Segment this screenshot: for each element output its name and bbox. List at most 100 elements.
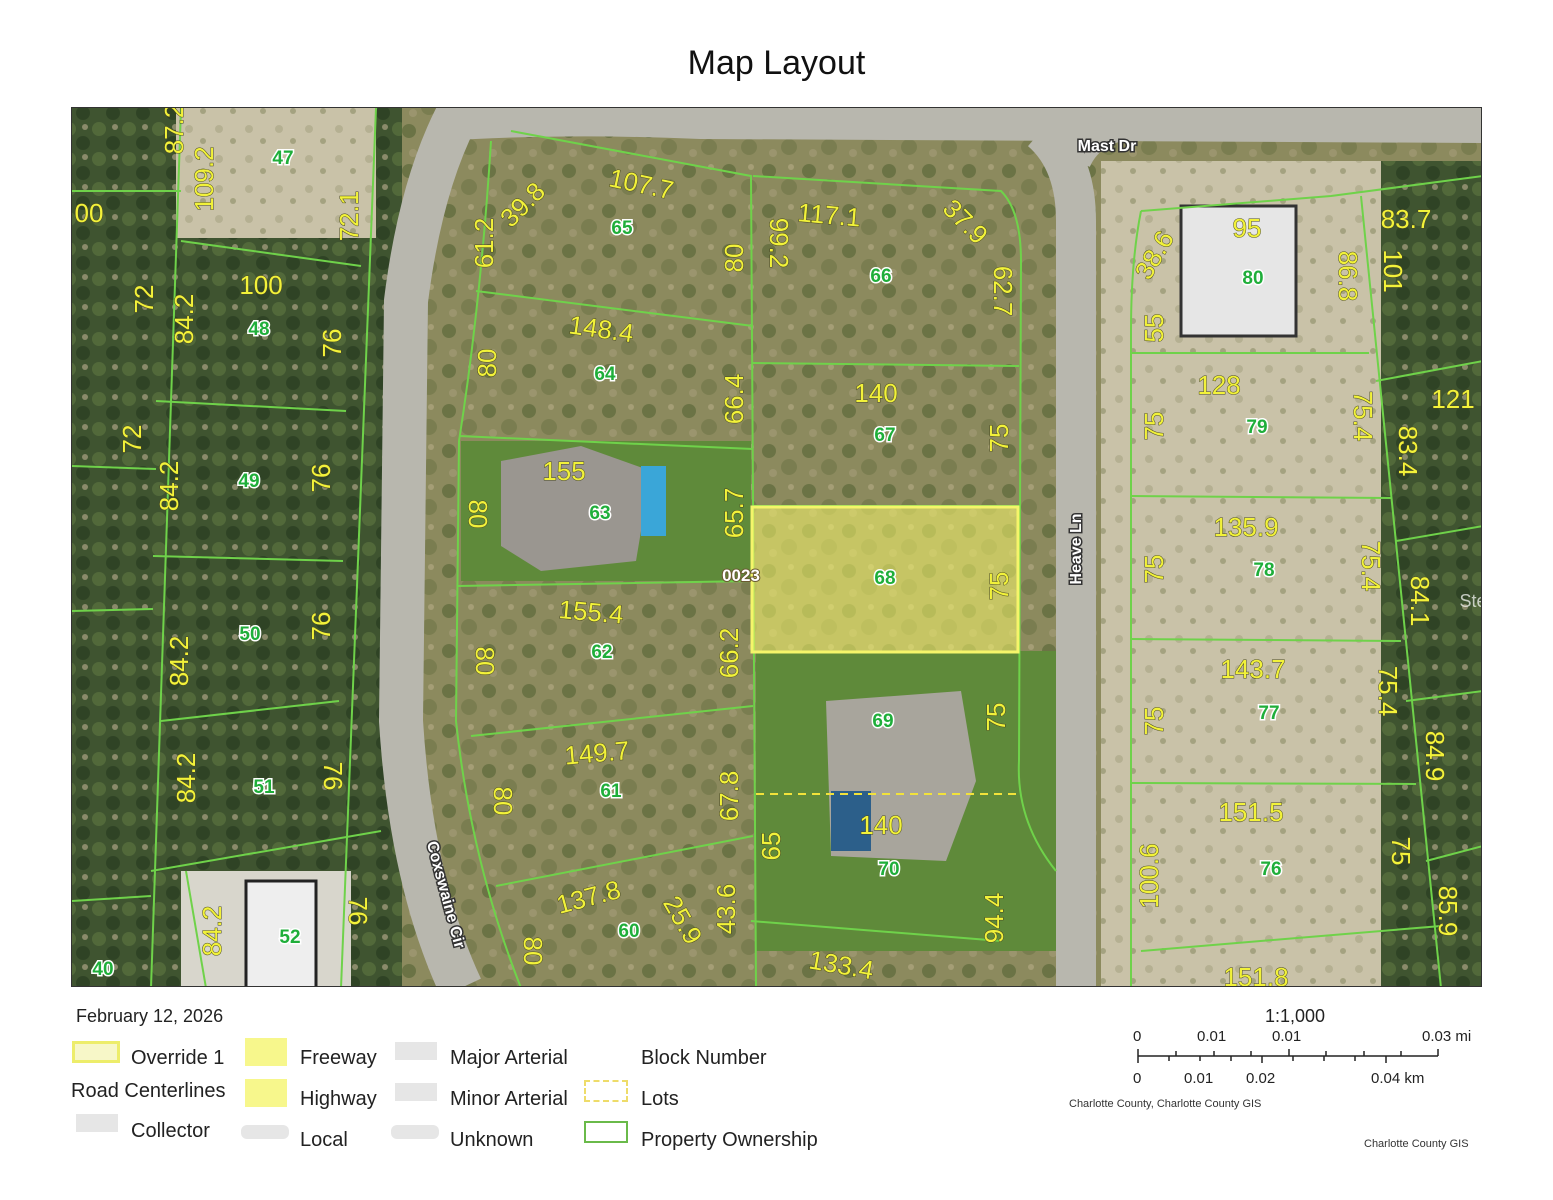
dimension-label: 76 (306, 612, 336, 641)
dimension-label: 75 (1139, 412, 1169, 441)
dimension-label: 143.7 (1220, 654, 1285, 684)
dimension-label: 72 (129, 285, 159, 314)
dimension-label: 43.6 (711, 884, 741, 935)
unknown-swatch (391, 1125, 439, 1139)
dimension-label: 80 (488, 787, 518, 816)
dimension-label: 99.2 (764, 218, 794, 269)
lot-number-label: 78 (1253, 560, 1274, 581)
dimension-label: 155 (542, 456, 585, 486)
lot-number-label: 48 (248, 319, 269, 340)
dimension-label: 128 (1197, 370, 1240, 400)
scale-mi-label: 0.03 mi (1422, 1028, 1472, 1045)
dimension-label: 95 (1233, 213, 1262, 243)
property-ownership-lines (72, 108, 1481, 986)
dimension-label: 84.2 (169, 294, 199, 345)
dimension-label: 83.7 (1381, 204, 1432, 234)
lot-number-label: 60 (618, 921, 639, 942)
dimension-label: 151.5 (1218, 797, 1283, 827)
lot-number-label: 79 (1246, 417, 1267, 438)
lot-number-label: 70 (878, 859, 899, 880)
dimension-label: 107.7 (606, 162, 676, 205)
road-label-heave-ln: Heave Ln (1068, 513, 1085, 584)
page-title: Map Layout (687, 44, 866, 82)
dimension-label: 149.7 (563, 735, 630, 771)
legend-freeway: Freeway (300, 1047, 377, 1069)
dimension-label: 00 (75, 198, 104, 228)
lot-number-label: 66 (870, 266, 891, 287)
dimension-label: 65 (756, 832, 786, 861)
legend-major-arterial: Major Arterial (450, 1047, 568, 1069)
dimension-label: 75.4 (1373, 666, 1403, 717)
dimension-label: 80 (719, 244, 749, 273)
dimension-label: 66.4 (719, 374, 749, 425)
scale-ratio: 1:1,000 (1265, 1006, 1326, 1026)
dimension-label: 76 (306, 464, 336, 493)
dimension-label: 117.1 (796, 197, 862, 232)
dimension-label: 72.1 (334, 191, 364, 242)
lot-number-label: 61 (600, 781, 622, 802)
dimension-label: 121 (1431, 384, 1474, 414)
lot-number-label: 76 (1260, 859, 1281, 880)
dimension-label: 148.4 (567, 310, 636, 349)
dimension-label: 80 (472, 349, 502, 378)
dimension-label: 84.2 (171, 753, 201, 804)
dimension-label: 76 (317, 329, 347, 358)
lot-number-label: 49 (238, 471, 259, 492)
dimension-label: 75.4 (1348, 391, 1378, 442)
dimension-label: 75 (1139, 707, 1169, 736)
dimension-label: 101 (1378, 249, 1408, 292)
lot-number-label: 51 (253, 777, 275, 798)
dimension-label: 65.7 (719, 488, 749, 539)
legend-block-number: Block Number (641, 1047, 767, 1069)
dimension-label: 80 (463, 500, 493, 529)
dimension-label: 100.6 (1134, 843, 1164, 908)
lot-number-label: 63 (589, 503, 610, 524)
lot-number-label: 65 (611, 218, 633, 239)
dimension-label: 80 (470, 647, 500, 676)
dimension-label: 100 (239, 270, 282, 300)
dimension-label: 94.4 (979, 893, 1009, 944)
dimension-label: 72 (117, 425, 147, 454)
map-date: February 12, 2026 (76, 1006, 224, 1026)
legend-lots: Lots (641, 1088, 679, 1110)
scale-km-label: 0.01 (1184, 1070, 1214, 1087)
dimension-label: 84.1 (1405, 576, 1435, 627)
collector-swatch (76, 1114, 118, 1132)
road-label-mast-dr: Mast Dr (1078, 138, 1137, 155)
scale-km-label: 0 (1133, 1070, 1142, 1087)
freeway-swatch (245, 1038, 287, 1066)
dimension-label: 76 (318, 762, 348, 791)
roads (378, 108, 1481, 986)
dimension-label: 76 (343, 897, 373, 926)
dimension-label: 75 (984, 424, 1014, 453)
dimension-label: 75.4 (1356, 541, 1386, 592)
credit: Charlotte County GIS (1364, 1138, 1469, 1150)
lot-number-label: 69 (872, 711, 893, 732)
buildings (244, 204, 1298, 986)
highlighted-lot-68[interactable] (750, 505, 1020, 654)
dimension-label: 151.8 (1223, 962, 1288, 987)
lot-number-label: 40 (92, 959, 113, 980)
legend-minor-arterial: Minor Arterial (450, 1088, 568, 1110)
dimension-label: 87.2 (159, 108, 189, 154)
dimension-label: 66.2 (714, 628, 744, 679)
dimension-label: 140 (859, 810, 902, 840)
dimension-label: 84.2 (197, 906, 227, 957)
dimension-label: 109.2 (189, 146, 219, 211)
lot-number-label: 67 (874, 425, 895, 446)
lots-swatch (584, 1080, 628, 1102)
lot-number-label: 80 (1242, 268, 1263, 289)
dimension-label: 75 (984, 572, 1014, 601)
lot-number-label: 62 (591, 642, 612, 663)
legend-property-ownership: Property Ownership (641, 1129, 818, 1151)
scale-km-label: 0.02 (1246, 1070, 1276, 1087)
local-swatch (241, 1125, 289, 1139)
dimension-label: 85.9 (1433, 886, 1463, 937)
dimension-label: 83.4 (1393, 426, 1423, 477)
dimension-label: 84.9 (1420, 731, 1450, 782)
